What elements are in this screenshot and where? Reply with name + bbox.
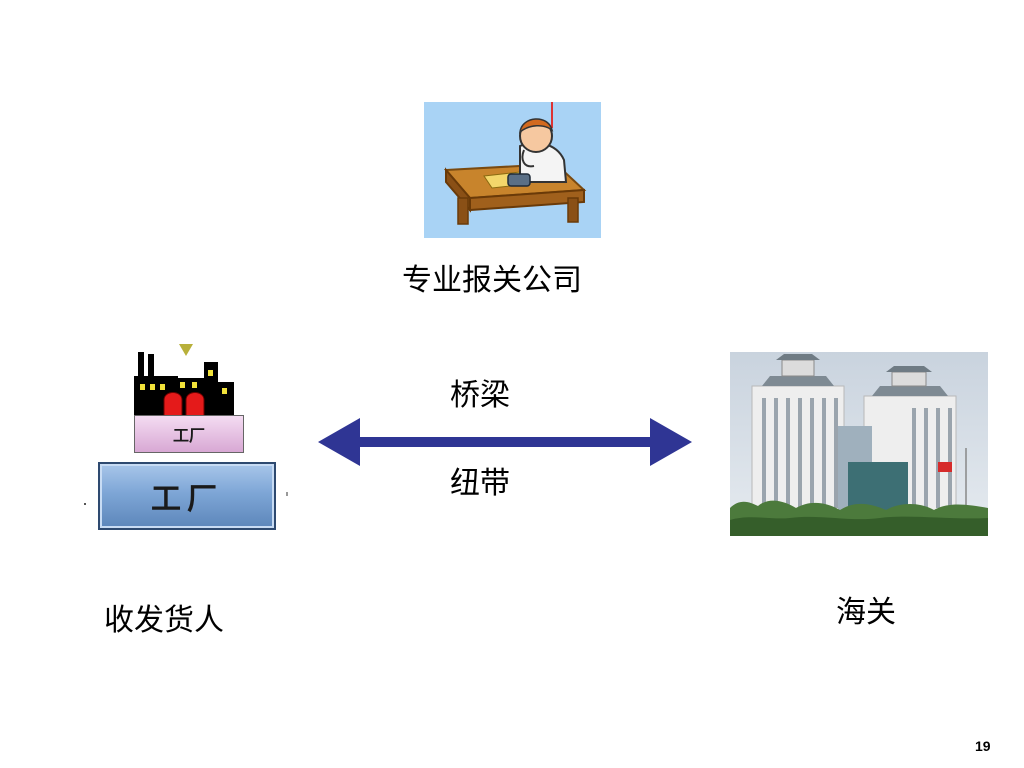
double-arrow-icon	[318, 418, 692, 466]
page-number: 19	[975, 738, 991, 754]
factory-plaque-large: 工厂	[98, 462, 276, 530]
top-caption: 专业报关公司	[402, 263, 582, 298]
factory-illustration: 工厂 工厂	[84, 342, 294, 534]
right-caption: 海关	[836, 595, 896, 630]
double-arrow	[318, 418, 692, 466]
arrow-label-bottom: 纽带	[450, 466, 510, 501]
factory-plaque-small: 工厂	[134, 415, 244, 453]
arrow-label-top: 桥梁	[450, 378, 510, 413]
broker-clipart	[424, 102, 601, 238]
left-caption: 收发货人	[104, 603, 224, 638]
customs-building-photo	[730, 352, 988, 536]
factory-buildings-icon	[84, 344, 288, 505]
